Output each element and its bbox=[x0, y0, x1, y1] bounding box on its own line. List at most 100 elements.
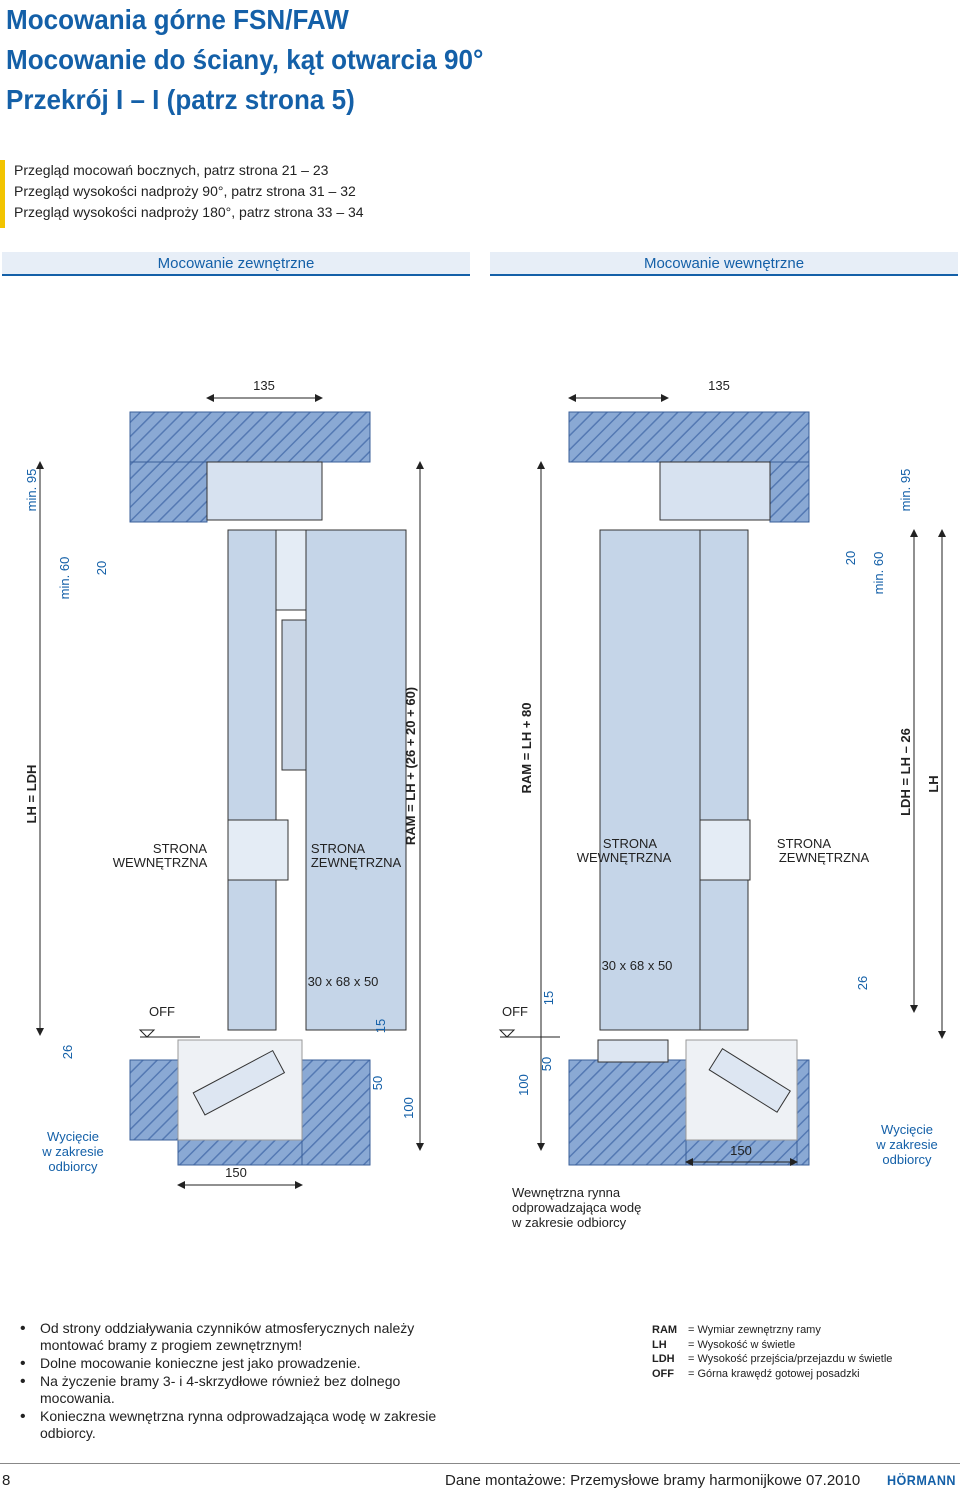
hinge-mid-left bbox=[227, 819, 289, 881]
legend-row: LDH = Wysokość przejścia/przejazdu w świe… bbox=[652, 1352, 892, 1367]
dim-50-left: 50 bbox=[370, 1076, 385, 1090]
legend-row: LH = Wysokość w świetle bbox=[652, 1338, 892, 1353]
footer-title: Dane montażowe: Przemysłowe bramy harmon… bbox=[445, 1472, 861, 1489]
dim-min60-right: min. 60 bbox=[871, 552, 886, 595]
list-item: Od strony oddziaływania czynników atmosf… bbox=[20, 1320, 450, 1354]
off-label-left: OFF bbox=[149, 1004, 175, 1019]
cut-note-right-3: odbiorcy bbox=[882, 1152, 932, 1167]
label-side-inner-right-1: STRONA bbox=[603, 836, 658, 851]
title-line-3: Przekrój I – I (patrz strona 5) bbox=[6, 84, 355, 115]
brand-logo: HÖRMANN bbox=[887, 1472, 956, 1488]
cut-note-left-3: odbiorcy bbox=[48, 1159, 98, 1174]
top-track-left bbox=[206, 461, 323, 521]
label-side-outer-left-2: ZEWNĘTRZNA bbox=[311, 855, 402, 870]
dim-ldh-right: LDH = LH – 26 bbox=[898, 728, 913, 816]
label-side-inner-left-1: STRONA bbox=[153, 841, 208, 856]
legend-desc: = Górna krawędź gotowej posadzki bbox=[688, 1367, 860, 1380]
top-track-right bbox=[659, 461, 771, 521]
floor-left-b bbox=[177, 1139, 303, 1166]
legend-desc: = Wysokość w świetle bbox=[688, 1338, 796, 1351]
door-leaf-inner-right bbox=[699, 529, 749, 1031]
section-header-external: Mocowanie zewnętrzne bbox=[2, 252, 470, 276]
gutter-note-3: w zakresie odbiorcy bbox=[511, 1215, 627, 1230]
title-line-1: Mocowania górne FSN/FAW bbox=[6, 4, 349, 35]
dim-135-left: 135 bbox=[253, 378, 275, 393]
floor-guide-left bbox=[192, 1049, 286, 1116]
cut-note-left-1: Wycięcie bbox=[47, 1129, 99, 1144]
door-leaf-outer-left bbox=[305, 529, 407, 1031]
cut-note-right-1: Wycięcie bbox=[881, 1122, 933, 1137]
note-marker-bar bbox=[0, 160, 5, 228]
page-title: Mocowania górne FSN/FAW Mocowanie do ści… bbox=[6, 0, 483, 120]
right-drawing: 135 min. 95 min. 60 20 RAM = LH + 80 LDH… bbox=[498, 378, 946, 1230]
wall-left bbox=[129, 461, 208, 523]
dim-100-right: 100 bbox=[516, 1074, 531, 1096]
label-side-outer-left-1: STRONA bbox=[311, 841, 366, 856]
floor-right-a bbox=[568, 1059, 687, 1166]
label-side-outer-right-1: STRONA bbox=[777, 836, 832, 851]
note-line: Przegląd wysokości nadproży 180°, patrz … bbox=[14, 204, 364, 220]
legend-abbr: RAM bbox=[652, 1324, 678, 1336]
floor-left-a bbox=[129, 1059, 179, 1141]
dim-20-right: 20 bbox=[843, 551, 858, 565]
footer-divider bbox=[0, 1463, 960, 1464]
legend-desc: = Wysokość przejścia/przejazdu w świetle bbox=[688, 1353, 893, 1365]
reference-notes: Przegląd mocowań bocznych, patrz strona … bbox=[0, 160, 470, 228]
cut-note-left-2: w zakresie bbox=[41, 1144, 103, 1159]
dim-min95-left: min. 95 bbox=[24, 469, 39, 512]
dim-lh-right: LH bbox=[926, 775, 941, 792]
section-header-internal: Mocowanie wewnętrzne bbox=[490, 252, 958, 276]
gutter-right bbox=[597, 1039, 669, 1063]
title-line-2: Mocowanie do ściany, kąt otwarcia 90° bbox=[6, 44, 484, 75]
dim-150-right: 150 bbox=[730, 1143, 752, 1158]
dim-50-right: 50 bbox=[539, 1057, 554, 1071]
dim-lh-ldh-left: LH = LDH bbox=[24, 765, 39, 824]
list-item: Dolne mocowanie konieczne jest jako prow… bbox=[20, 1355, 450, 1372]
dim-min60-left: min. 60 bbox=[57, 557, 72, 600]
door-leaf-outer-right bbox=[599, 529, 701, 1031]
dim-150-left: 150 bbox=[225, 1165, 247, 1180]
gutter-note-2: odprowadzająca wodę bbox=[512, 1200, 641, 1215]
list-item: Konieczna wewnętrzna rynna odprowadzając… bbox=[20, 1408, 450, 1442]
off-label-right: OFF bbox=[502, 1004, 528, 1019]
floor-guide-right bbox=[708, 1047, 791, 1113]
legend-row: RAM = Wymiar zewnętrzny ramy bbox=[652, 1323, 892, 1338]
list-item: Na życzenie bramy 3- i 4-skrzydłowe równ… bbox=[20, 1373, 450, 1407]
section-drawing: 135 LH = LDH min. 95 min. 60 20 STRONA W… bbox=[24, 378, 946, 1230]
door-leaf-inner-left bbox=[227, 529, 277, 1031]
page-number: 8 bbox=[2, 1472, 11, 1489]
label-side-inner-right-2: WEWNĘTRZNA bbox=[577, 850, 672, 865]
dim-26-right: 26 bbox=[855, 976, 870, 990]
legend-abbr: OFF bbox=[652, 1367, 674, 1380]
label-side-inner-left-2: WEWNĘTRZNA bbox=[113, 855, 208, 870]
lintel-right bbox=[568, 411, 810, 463]
note-line: Przegląd wysokości nadproży 90°, patrz s… bbox=[14, 183, 356, 199]
profile-size-left: 30 x 68 x 50 bbox=[308, 974, 379, 989]
notes-list: Od strony oddziaływania czynników atmosf… bbox=[20, 1320, 450, 1443]
profile-size-right: 30 x 68 x 50 bbox=[602, 958, 673, 973]
hinge-mid-right bbox=[699, 819, 751, 881]
dim-100-left: 100 bbox=[401, 1097, 416, 1119]
left-drawing: 135 LH = LDH min. 95 min. 60 20 STRONA W… bbox=[24, 378, 424, 1189]
floor-left-c bbox=[301, 1059, 371, 1166]
legend-abbr: LH bbox=[652, 1338, 667, 1351]
legend-desc: = Wymiar zewnętrzny ramy bbox=[688, 1324, 821, 1336]
dim-26-left: 26 bbox=[60, 1045, 75, 1059]
gutter-note-1: Wewnętrzna rynna bbox=[512, 1185, 621, 1200]
floor-right-c bbox=[796, 1059, 810, 1166]
lintel-left bbox=[129, 411, 371, 463]
hinge-profile-left bbox=[275, 529, 307, 611]
dim-15-right: 15 bbox=[541, 991, 556, 1005]
dim-20-left: 20 bbox=[94, 561, 109, 575]
dim-135-right: 135 bbox=[708, 378, 730, 393]
note-line: Przegląd mocowań bocznych, patrz strona … bbox=[14, 162, 329, 178]
legend-abbr: LDH bbox=[652, 1353, 675, 1365]
dim-ram-left: RAM = LH + (26 + 20 + 60) bbox=[403, 687, 418, 845]
legend-row: OFF = Górna krawędź gotowej posadzki bbox=[652, 1367, 892, 1382]
abbreviation-legend: RAM = Wymiar zewnętrzny ramy LH = Wysokość… bbox=[652, 1323, 892, 1381]
dim-15-left: 15 bbox=[373, 1019, 388, 1033]
wall-right bbox=[769, 461, 810, 523]
dim-ram-right: RAM = LH + 80 bbox=[519, 702, 534, 793]
label-side-outer-right-2: ZEWNĘTRZNA bbox=[779, 850, 870, 865]
cut-note-right-2: w zakresie bbox=[875, 1137, 937, 1152]
